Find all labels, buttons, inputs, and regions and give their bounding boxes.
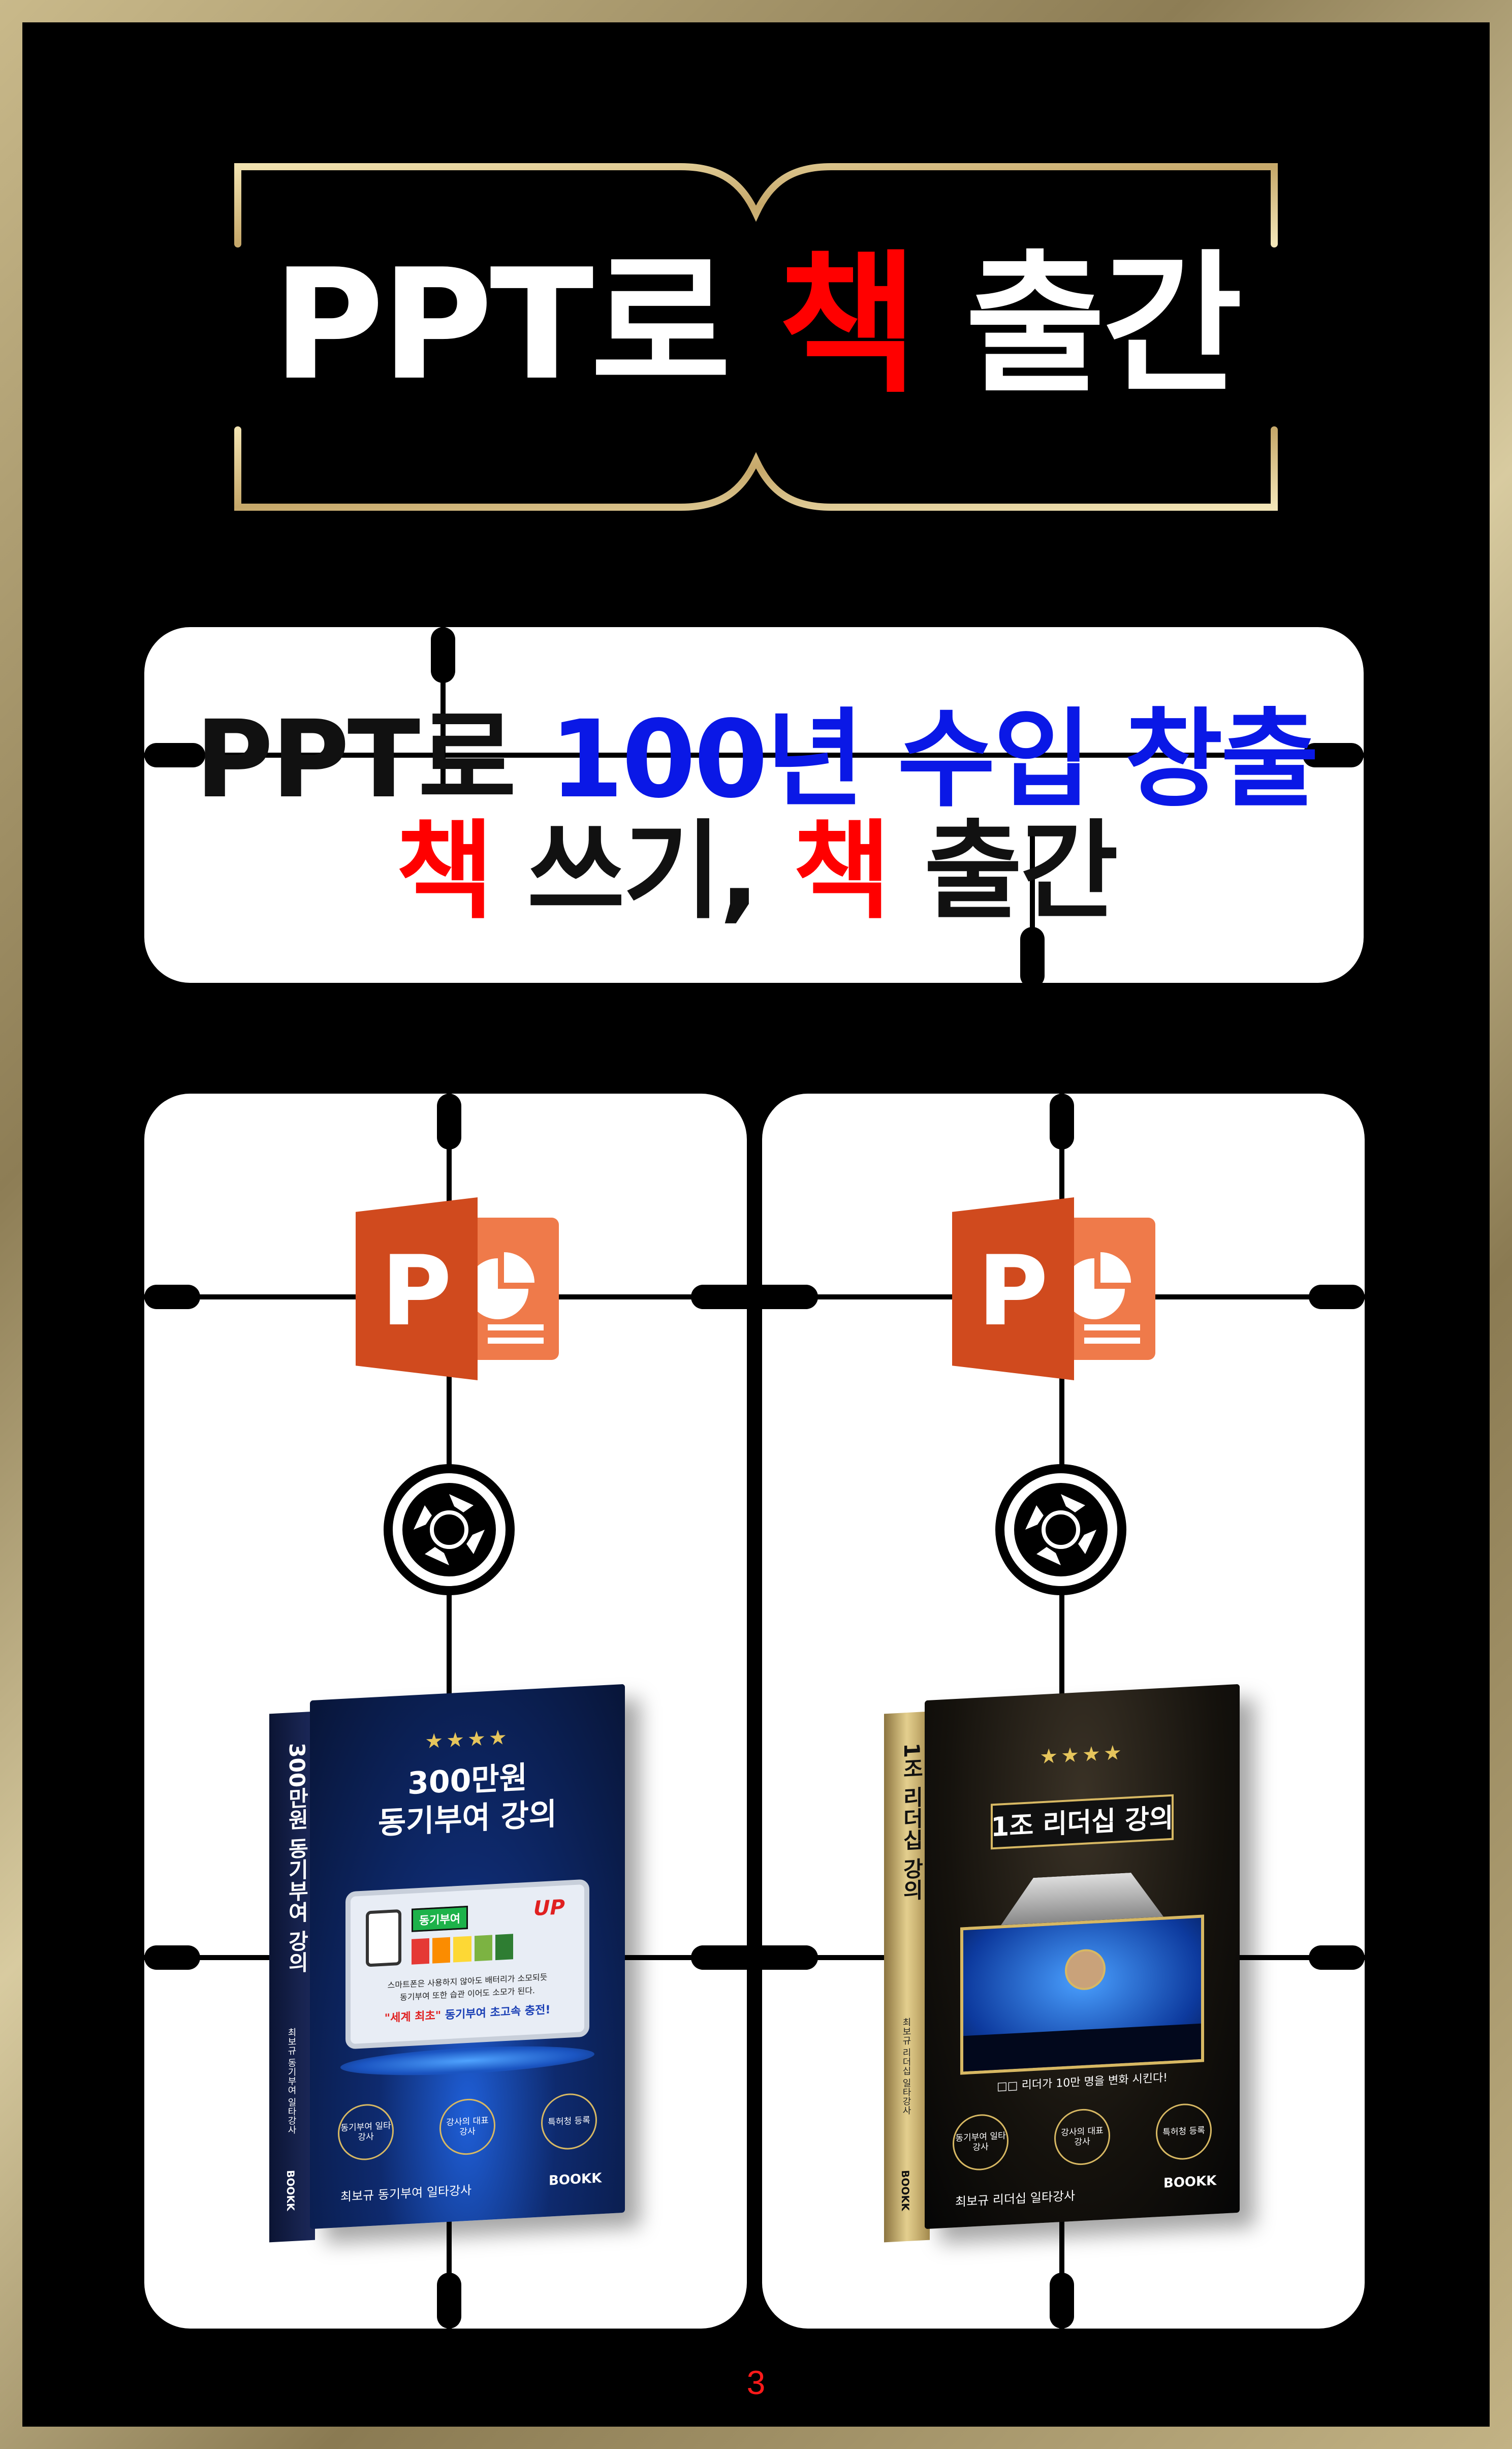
center-divider	[747, 1094, 762, 2329]
badge-patent: 특허청 등록	[1156, 2102, 1212, 2161]
projector-beam	[1001, 1871, 1163, 1926]
ppt-letter: P	[381, 1235, 452, 1347]
title-part2: 출간	[915, 236, 1243, 414]
stars-decoration: ★★★★	[1040, 1741, 1125, 1769]
pie-chart-icon	[1074, 1252, 1140, 1344]
page-title: PPT로 책 출간	[234, 249, 1278, 401]
ppt-letter: P	[978, 1235, 1049, 1347]
headline-ppt: PPT로	[195, 697, 550, 822]
book-publisher: BOOKK	[549, 2171, 602, 2189]
spine-title: 300만원 동기부여 강의	[285, 1742, 309, 1974]
spine-publisher: BOOKK	[285, 2169, 297, 2212]
audience-silhouette	[963, 2023, 1201, 2072]
page-number: 3	[746, 2364, 766, 2401]
headline-book1: 책	[395, 809, 494, 934]
badge-lead-lecturer: 동기부여 일타강사	[953, 2113, 1009, 2172]
title-part1: PPT로	[272, 236, 778, 414]
up-label: UP	[533, 1895, 565, 1921]
tablet-screen: 동기부여 UP 스마트폰은 사용하지 않아도 배터리가 소모되듯 동기부여 또한…	[345, 1879, 589, 2050]
headline-book2: 책	[793, 809, 891, 934]
headline-card-lines	[144, 627, 1364, 983]
world-first: "세계 최초"	[384, 2009, 442, 2025]
title-highlight: 책	[778, 236, 918, 414]
left-book-cover: 300만원 동기부여 강의 최보규 동기부여 일타강사 BOOKK ★★★★ 3…	[269, 1684, 625, 2243]
fast-charge: 동기부여 초고속 충전!	[441, 2003, 551, 2022]
book-author: 최보규 동기부여 일타강사	[340, 2183, 472, 2205]
right-book-cover: 1조 리더십 강의 최보규 리더십 일타강사 BOOKK ★★★★ 1조 리더십…	[884, 1684, 1240, 2243]
badge-patent: 특허청 등록	[541, 2092, 597, 2151]
book-author: 최보규 리더십 일타강사	[955, 2188, 1076, 2210]
center-connector-bottom	[691, 1945, 818, 1970]
center-connector-top	[691, 1285, 818, 1309]
convert-cycle-icon	[995, 1464, 1126, 1595]
avatar	[1065, 1948, 1106, 1991]
badge-lead-lecturer: 동기부여 일타강사	[338, 2102, 394, 2162]
spine-subtitle: 최보규 리더십 일타강사	[901, 2017, 911, 2116]
stage-screen	[960, 1914, 1204, 2075]
powerpoint-icon: P	[356, 1197, 559, 1380]
headline-line1: PPT로 100년 수입 창출	[0, 706, 1512, 813]
banner-outline	[234, 163, 1278, 511]
phone-icon	[366, 1909, 401, 1967]
headline-writing: 쓰기,	[492, 809, 793, 934]
headline-publish: 출간	[889, 809, 1118, 934]
motivation-tag: 동기부여	[412, 1905, 468, 1932]
spine-publisher: BOOKK	[899, 2169, 911, 2212]
stars-decoration: ★★★★	[425, 1725, 510, 1754]
spine-title: 1조 리더십 강의	[899, 1742, 924, 1902]
book-publisher: BOOKK	[1163, 2173, 1217, 2191]
title-banner: PPT로 책 출간	[234, 163, 1278, 511]
spine-subtitle: 최보규 동기부여 일타강사	[286, 2027, 297, 2135]
pie-chart-icon	[478, 1252, 544, 1344]
headline-income: 100년 수입 창출	[549, 697, 1319, 822]
convert-cycle-icon	[384, 1464, 515, 1595]
badge-representative: 강사의 대표 강사	[439, 2097, 495, 2156]
battery-levels	[412, 1934, 514, 1965]
headline-card	[144, 627, 1364, 983]
powerpoint-icon: P	[952, 1197, 1155, 1380]
badge-representative: 강사의 대표 강사	[1054, 2107, 1110, 2166]
headline-line2: 책 쓰기, 책 출간	[0, 818, 1512, 925]
